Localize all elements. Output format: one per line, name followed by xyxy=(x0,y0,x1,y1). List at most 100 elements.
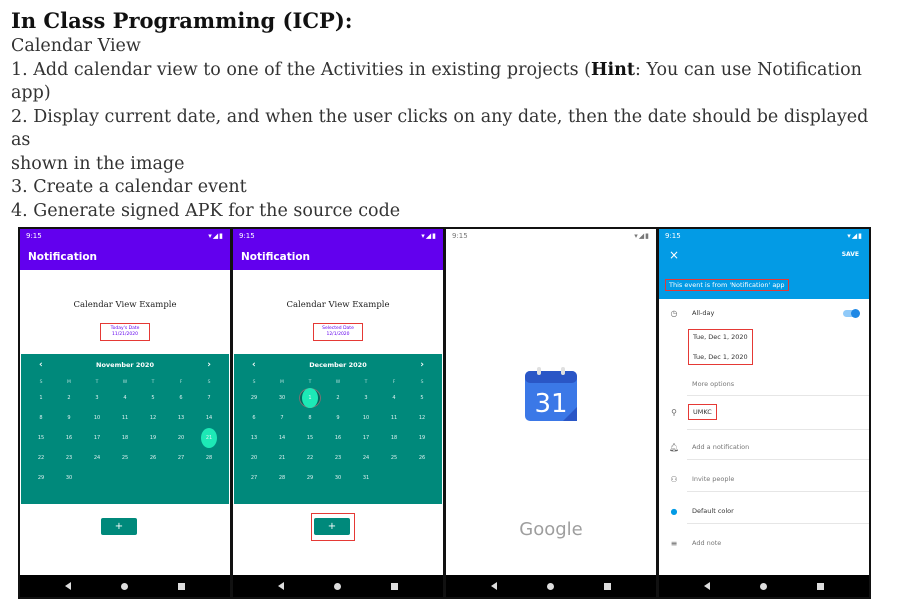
calendar-day[interactable]: 29 xyxy=(306,475,314,481)
calendar-day[interactable]: 15 xyxy=(306,435,314,441)
prev-month-icon[interactable]: ‹ xyxy=(39,360,43,370)
calendar-day[interactable]: 31 xyxy=(362,475,370,481)
event-title-field[interactable]: This event is from 'Notification' app xyxy=(665,279,789,291)
calendar-day[interactable]: 20 xyxy=(177,435,185,441)
calendar-day[interactable]: 21 xyxy=(278,455,286,461)
calendar-day[interactable]: 22 xyxy=(306,455,314,461)
calendar-day[interactable]: 27 xyxy=(177,455,185,461)
calendar-day[interactable]: 5 xyxy=(420,395,424,401)
calendar-day[interactable]: 3 xyxy=(364,395,368,401)
calendar-day[interactable]: 6 xyxy=(252,415,256,421)
task-1: 1. Add calendar view to one of the Activ… xyxy=(11,59,891,83)
calendar-day[interactable]: 14 xyxy=(205,415,213,421)
calendar-day[interactable]: 6 xyxy=(179,395,183,401)
calendar-day[interactable]: 10 xyxy=(362,415,370,421)
back-icon[interactable] xyxy=(278,582,284,590)
calendar-day[interactable]: 7 xyxy=(207,395,211,401)
calendar-day[interactable]: 16 xyxy=(65,435,73,441)
recents-icon[interactable] xyxy=(178,582,185,590)
calendar-day[interactable]: 19 xyxy=(418,435,426,441)
calendar-day[interactable]: 29 xyxy=(37,475,45,481)
prev-month-icon[interactable]: ‹ xyxy=(252,360,256,370)
calendar-day[interactable]: 30 xyxy=(65,475,73,481)
recents-icon[interactable] xyxy=(817,582,824,590)
home-icon[interactable] xyxy=(547,582,554,590)
close-icon[interactable]: × xyxy=(669,248,680,262)
screenshot-calendar-splash: 9:15 ▾◢▮ 31 Google xyxy=(444,227,658,599)
recents-icon[interactable] xyxy=(391,582,398,590)
calendar-view-heading: Calendar View Example xyxy=(73,300,177,310)
calendar-day[interactable]: 18 xyxy=(121,435,129,441)
calendar-day[interactable]: 30 xyxy=(278,395,286,401)
date-value: 12/1/2020 xyxy=(326,332,350,337)
calendar-day[interactable]: 30 xyxy=(334,475,342,481)
add-event-button[interactable]: + xyxy=(314,518,350,535)
end-date[interactable]: Tue, Dec 1, 2020 xyxy=(693,353,748,361)
add-event-button[interactable]: + xyxy=(101,518,137,535)
calendar-day[interactable]: 7 xyxy=(280,415,284,421)
calendar-day[interactable]: 17 xyxy=(362,435,370,441)
google-wordmark: Google xyxy=(519,519,583,540)
calendar-day-selected[interactable]: 21 xyxy=(195,428,223,448)
calendar-day[interactable]: 28 xyxy=(278,475,286,481)
calendar-day[interactable]: 10 xyxy=(93,415,101,421)
calendar-day[interactable]: 5 xyxy=(151,395,155,401)
calendar-day[interactable]: 9 xyxy=(67,415,71,421)
back-icon[interactable] xyxy=(65,582,71,590)
back-icon[interactable] xyxy=(491,582,497,590)
save-button[interactable]: SAVE xyxy=(841,251,859,258)
next-month-icon[interactable]: › xyxy=(207,360,211,370)
calendar-day[interactable]: 8 xyxy=(308,415,312,421)
calendar-day[interactable]: 15 xyxy=(37,435,45,441)
calendar-day[interactable]: 29 xyxy=(250,395,258,401)
home-icon[interactable] xyxy=(760,582,767,590)
calendar-day[interactable]: 20 xyxy=(250,455,258,461)
calendar-day[interactable]: 13 xyxy=(177,415,185,421)
calendar-day[interactable]: 23 xyxy=(334,455,342,461)
calendar-day[interactable]: 19 xyxy=(149,435,157,441)
document-subtitle: Calendar View xyxy=(11,36,141,56)
calendar-day[interactable]: 2 xyxy=(67,395,71,401)
calendar-day[interactable]: 25 xyxy=(121,455,129,461)
calendar-day[interactable]: 16 xyxy=(334,435,342,441)
calendar-day[interactable]: 1 xyxy=(39,395,43,401)
all-day-toggle[interactable] xyxy=(843,309,860,318)
calendar-day[interactable]: 25 xyxy=(390,455,398,461)
calendar-day[interactable]: 12 xyxy=(418,415,426,421)
calendar-day[interactable]: 23 xyxy=(65,455,73,461)
location-value[interactable]: UMKC xyxy=(688,404,717,420)
calendar-day[interactable]: 14 xyxy=(278,435,286,441)
calendar-day[interactable]: 11 xyxy=(121,415,129,421)
calendar-day[interactable]: 18 xyxy=(390,435,398,441)
calendar-day[interactable]: 26 xyxy=(418,455,426,461)
calendar-day[interactable]: 28 xyxy=(205,455,213,461)
calendar-day[interactable]: 22 xyxy=(37,455,45,461)
calendar-month: December 2020 xyxy=(309,361,367,369)
calendar-day[interactable]: 27 xyxy=(250,475,258,481)
calendar-day[interactable]: 13 xyxy=(250,435,258,441)
recents-icon[interactable] xyxy=(604,582,611,590)
calendar-day[interactable]: 3 xyxy=(95,395,99,401)
calendar-day-selected[interactable]: 1 xyxy=(296,388,324,408)
calendar-day[interactable]: 8 xyxy=(39,415,43,421)
calendar-day[interactable]: 26 xyxy=(149,455,157,461)
calendar-day[interactable]: 4 xyxy=(392,395,396,401)
next-month-icon[interactable]: › xyxy=(420,360,424,370)
calendar-day[interactable]: 24 xyxy=(362,455,370,461)
back-icon[interactable] xyxy=(704,582,710,590)
calendar-day[interactable]: 9 xyxy=(336,415,340,421)
start-date[interactable]: Tue, Dec 1, 2020 xyxy=(693,333,748,341)
calendar-day[interactable]: 24 xyxy=(93,455,101,461)
calendar-day[interactable]: 12 xyxy=(149,415,157,421)
calendar-day[interactable]: 2 xyxy=(336,395,340,401)
home-icon[interactable] xyxy=(121,582,128,590)
calendar-day[interactable]: 17 xyxy=(93,435,101,441)
calendar-day[interactable]: 11 xyxy=(390,415,398,421)
calendar-day[interactable]: 4 xyxy=(123,395,127,401)
home-icon[interactable] xyxy=(334,582,341,590)
status-time: 9:15 xyxy=(239,232,255,240)
